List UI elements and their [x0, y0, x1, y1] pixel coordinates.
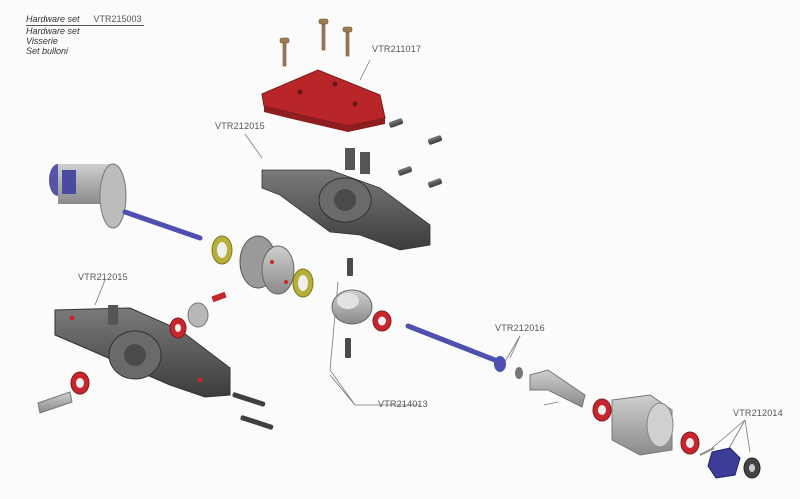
callout-top-plate: VTR211017 — [372, 44, 422, 54]
legend-translation-fr: Visserie — [26, 36, 58, 46]
differential — [211, 235, 314, 298]
leader-lines — [94, 59, 751, 453]
lower-axle-housing — [54, 305, 231, 398]
upper-gearbox — [49, 163, 127, 229]
callout-outdrive: VTR214013 — [378, 399, 428, 409]
legend-translation-it: Set bulloni — [26, 46, 69, 56]
hardware-legend: Hardware set VTR215003 Hardware set Viss… — [26, 14, 144, 56]
legend-code: VTR215003 — [93, 14, 142, 24]
callout-driveshaft: VTR212016 — [495, 323, 545, 333]
lower-driveshaft — [405, 323, 523, 379]
upper-screws — [388, 118, 443, 188]
callout-hub-hex: VTR212014 — [733, 408, 783, 418]
callout-upper-housing: VTR212015 — [215, 121, 265, 131]
legend-title: Hardware set — [26, 14, 80, 24]
diff-bolt — [211, 291, 227, 303]
hex-hub — [699, 447, 761, 479]
top-plate — [261, 69, 386, 132]
vertical-screws — [345, 258, 353, 358]
output-shaft — [529, 369, 586, 408]
right-bearings — [592, 398, 700, 455]
upper-axle-housing — [261, 148, 431, 251]
pinion-gear — [169, 302, 209, 339]
legend-translation-en: Hardware set — [26, 26, 80, 36]
outdrive-cup — [331, 289, 392, 332]
upper-driveshaft — [122, 209, 203, 241]
lower-gearbox — [611, 394, 674, 456]
bottom-screws — [232, 392, 274, 430]
callout-lower-housing: VTR212015 — [78, 272, 128, 282]
left-stub-axle — [37, 371, 90, 414]
plate-screws — [279, 18, 353, 67]
